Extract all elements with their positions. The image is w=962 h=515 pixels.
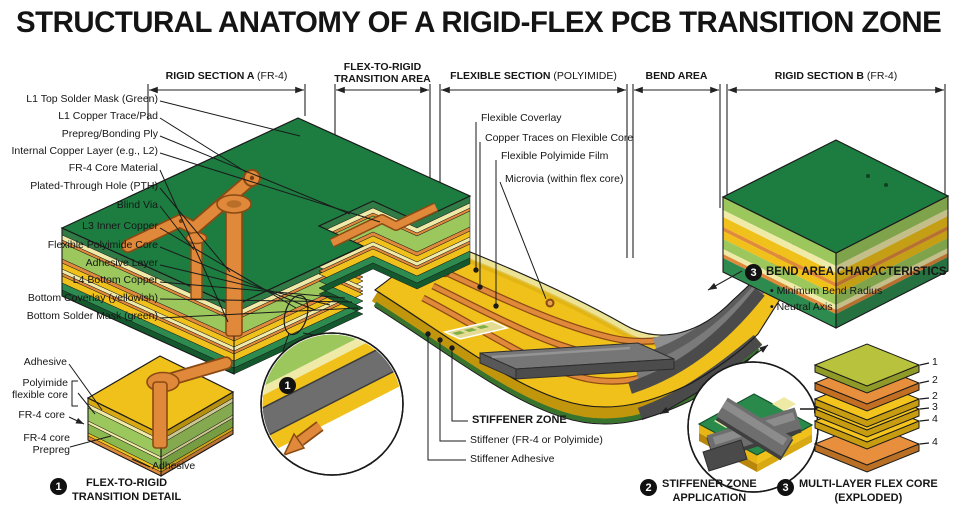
label-adhesive-layer: Adhesive Layer	[85, 257, 158, 269]
page-title: STRUCTURAL ANATOMY OF A RIGID-FLEX PCB T…	[16, 6, 942, 39]
label-pth: Plated-Through Hole (PTH)	[30, 180, 158, 192]
label-prepreg: Prepreg/Bonding Ply	[61, 128, 158, 140]
label-l1-copper: L1 Copper Trace/Pad	[58, 110, 158, 122]
bullet-min-bend-radius: Minimum Bend Radius	[770, 283, 883, 299]
section-header-flexible: FLEXIBLE SECTION (POLYIMIDE)	[450, 70, 617, 82]
stack-tick-2: 2	[932, 374, 938, 386]
plated-through-hole	[216, 194, 252, 337]
stack-tick-6: 4	[932, 436, 938, 448]
label-microvia: Microvia (within flex core)	[505, 173, 624, 185]
label-bottom-coverlay: Bottom Coverlay (yellowish)	[27, 292, 158, 304]
bend-callout-badge: 3	[745, 264, 762, 281]
inset-transition-cube	[68, 355, 235, 477]
label-stiffener-material: Stiffener (FR-4 or Polyimide)	[470, 434, 603, 446]
stiffener-zone-plate	[442, 320, 675, 380]
inset1-label-fr4-core: FR-4 core	[18, 409, 65, 421]
section-header-rigid-b: RIGID SECTION B (FR-4)	[774, 70, 898, 82]
microvia	[545, 298, 555, 308]
label-flexible-coverlay: Flexible Coverlay	[481, 112, 562, 124]
label-flex-core: Flexible Polyimide Core	[47, 239, 158, 251]
inset1-label-adhesive-bottom: Adhesive	[152, 460, 196, 472]
label-stiffener-zone: STIFFENER ZONE	[472, 414, 567, 426]
stack-tick-5: 4	[932, 413, 938, 425]
layer-leader-lines	[159, 100, 381, 323]
label-l1-solder-mask: L1 Top Solder Mask (Green)	[26, 93, 158, 105]
label-internal-copper: Internal Copper Layer (e.g., L2)	[11, 145, 159, 157]
inset1-label-adhesive-top: Adhesive	[23, 356, 67, 368]
magnifier-badge: 1	[279, 377, 296, 394]
label-bottom-mask: Bottom Solder Mask (green)	[26, 310, 158, 322]
stack-tick-1: 1	[932, 356, 938, 368]
label-copper-traces: Copper Traces on Flexible Core	[485, 132, 634, 144]
inset-stiffener-circle	[687, 361, 826, 493]
caption3-badge: 3	[777, 479, 794, 496]
blind-via	[185, 231, 208, 300]
bullet-neutral-axis: Neutral Axis	[770, 299, 882, 315]
stiffener-leader-lines	[425, 331, 468, 461]
bend-callout-bullets: Minimum Bend Radius Neutral Axis	[770, 283, 883, 316]
caption1-badge: 1	[50, 478, 67, 495]
section-header-rigid-a: RIGID SECTION A (FR-4)	[165, 70, 288, 82]
caption-multilayer-exploded: 3 MULTI-LAYER FLEX CORE(EXPLODED)	[777, 478, 938, 506]
label-fr4-core: FR-4 Core Material	[68, 162, 158, 174]
inset-multilayer-stack	[813, 343, 930, 473]
inset1-label-fr4-prepreg: FR-4 core Prepreg	[23, 432, 70, 456]
label-blind-via: Blind Via	[116, 199, 158, 211]
flex-leader-lines	[473, 122, 547, 309]
stack-tick-4: 3	[932, 401, 938, 413]
inset1-label-polyimide: Polyimide flexible core	[11, 377, 68, 401]
bend-callout-title: BEND AREA CHARACTERISTICS	[766, 266, 947, 278]
stack-tick-3: 2	[932, 390, 938, 402]
label-polyimide-film: Flexible Polyimide Film	[501, 150, 609, 162]
section-header-bend: BEND AREA	[645, 70, 708, 82]
label-l4-copper: L4 Bottom Copper	[72, 274, 158, 286]
label-stiffener-adhesive: Stiffener Adhesive	[470, 453, 555, 465]
caption2-badge: 2	[640, 479, 657, 496]
label-l3-copper: L3 Inner Copper	[82, 220, 158, 232]
magnifier-detail	[260, 294, 404, 476]
